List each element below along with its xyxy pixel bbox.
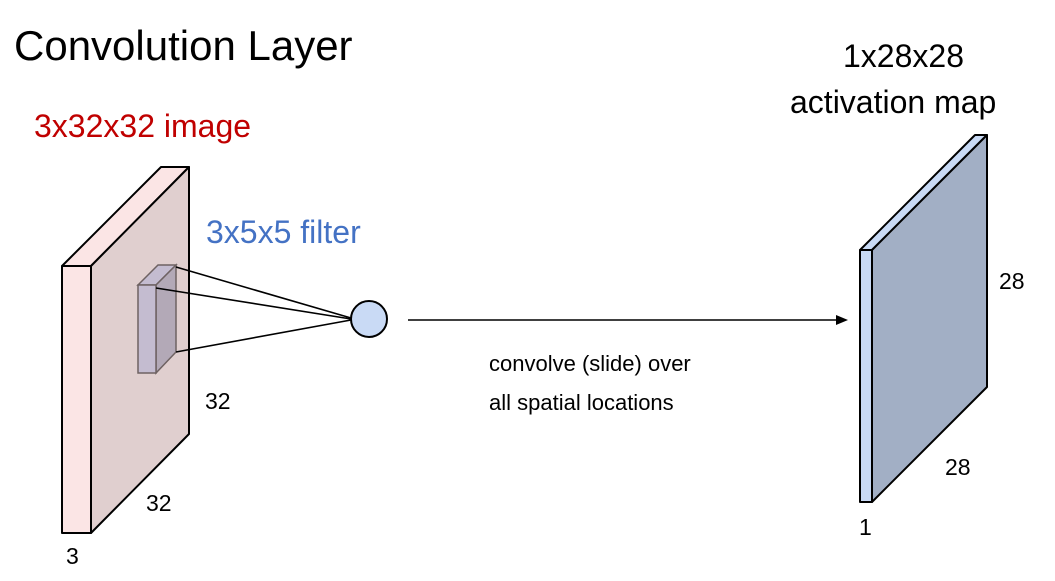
image-front-face (61, 265, 92, 534)
filter-connection-lines (155, 266, 352, 353)
activation-map-volume (859, 134, 988, 503)
arrow-head-icon (836, 315, 848, 325)
output-neuron (350, 300, 388, 338)
image-width-label: 32 (146, 490, 172, 516)
map-front-face (859, 249, 873, 503)
caption-line2: all spatial locations (489, 390, 674, 415)
map-width-label: 28 (945, 454, 971, 480)
output-label-line1: 1x28x28 (843, 38, 964, 74)
filter-front (137, 284, 157, 374)
filter-volume (136, 263, 178, 375)
filter-label: 3x5x5 filter (206, 214, 361, 250)
image-label: 3x32x32 image (34, 108, 252, 144)
image-height-label: 32 (205, 388, 231, 414)
map-depth-label: 1 (859, 514, 872, 540)
caption-line1: convolve (slide) over (489, 351, 691, 376)
map-height-label: 28 (999, 268, 1025, 294)
slide-title: Convolution Layer (14, 22, 353, 69)
image-depth-label: 3 (66, 543, 79, 569)
output-label-line2: activation map (790, 84, 997, 120)
